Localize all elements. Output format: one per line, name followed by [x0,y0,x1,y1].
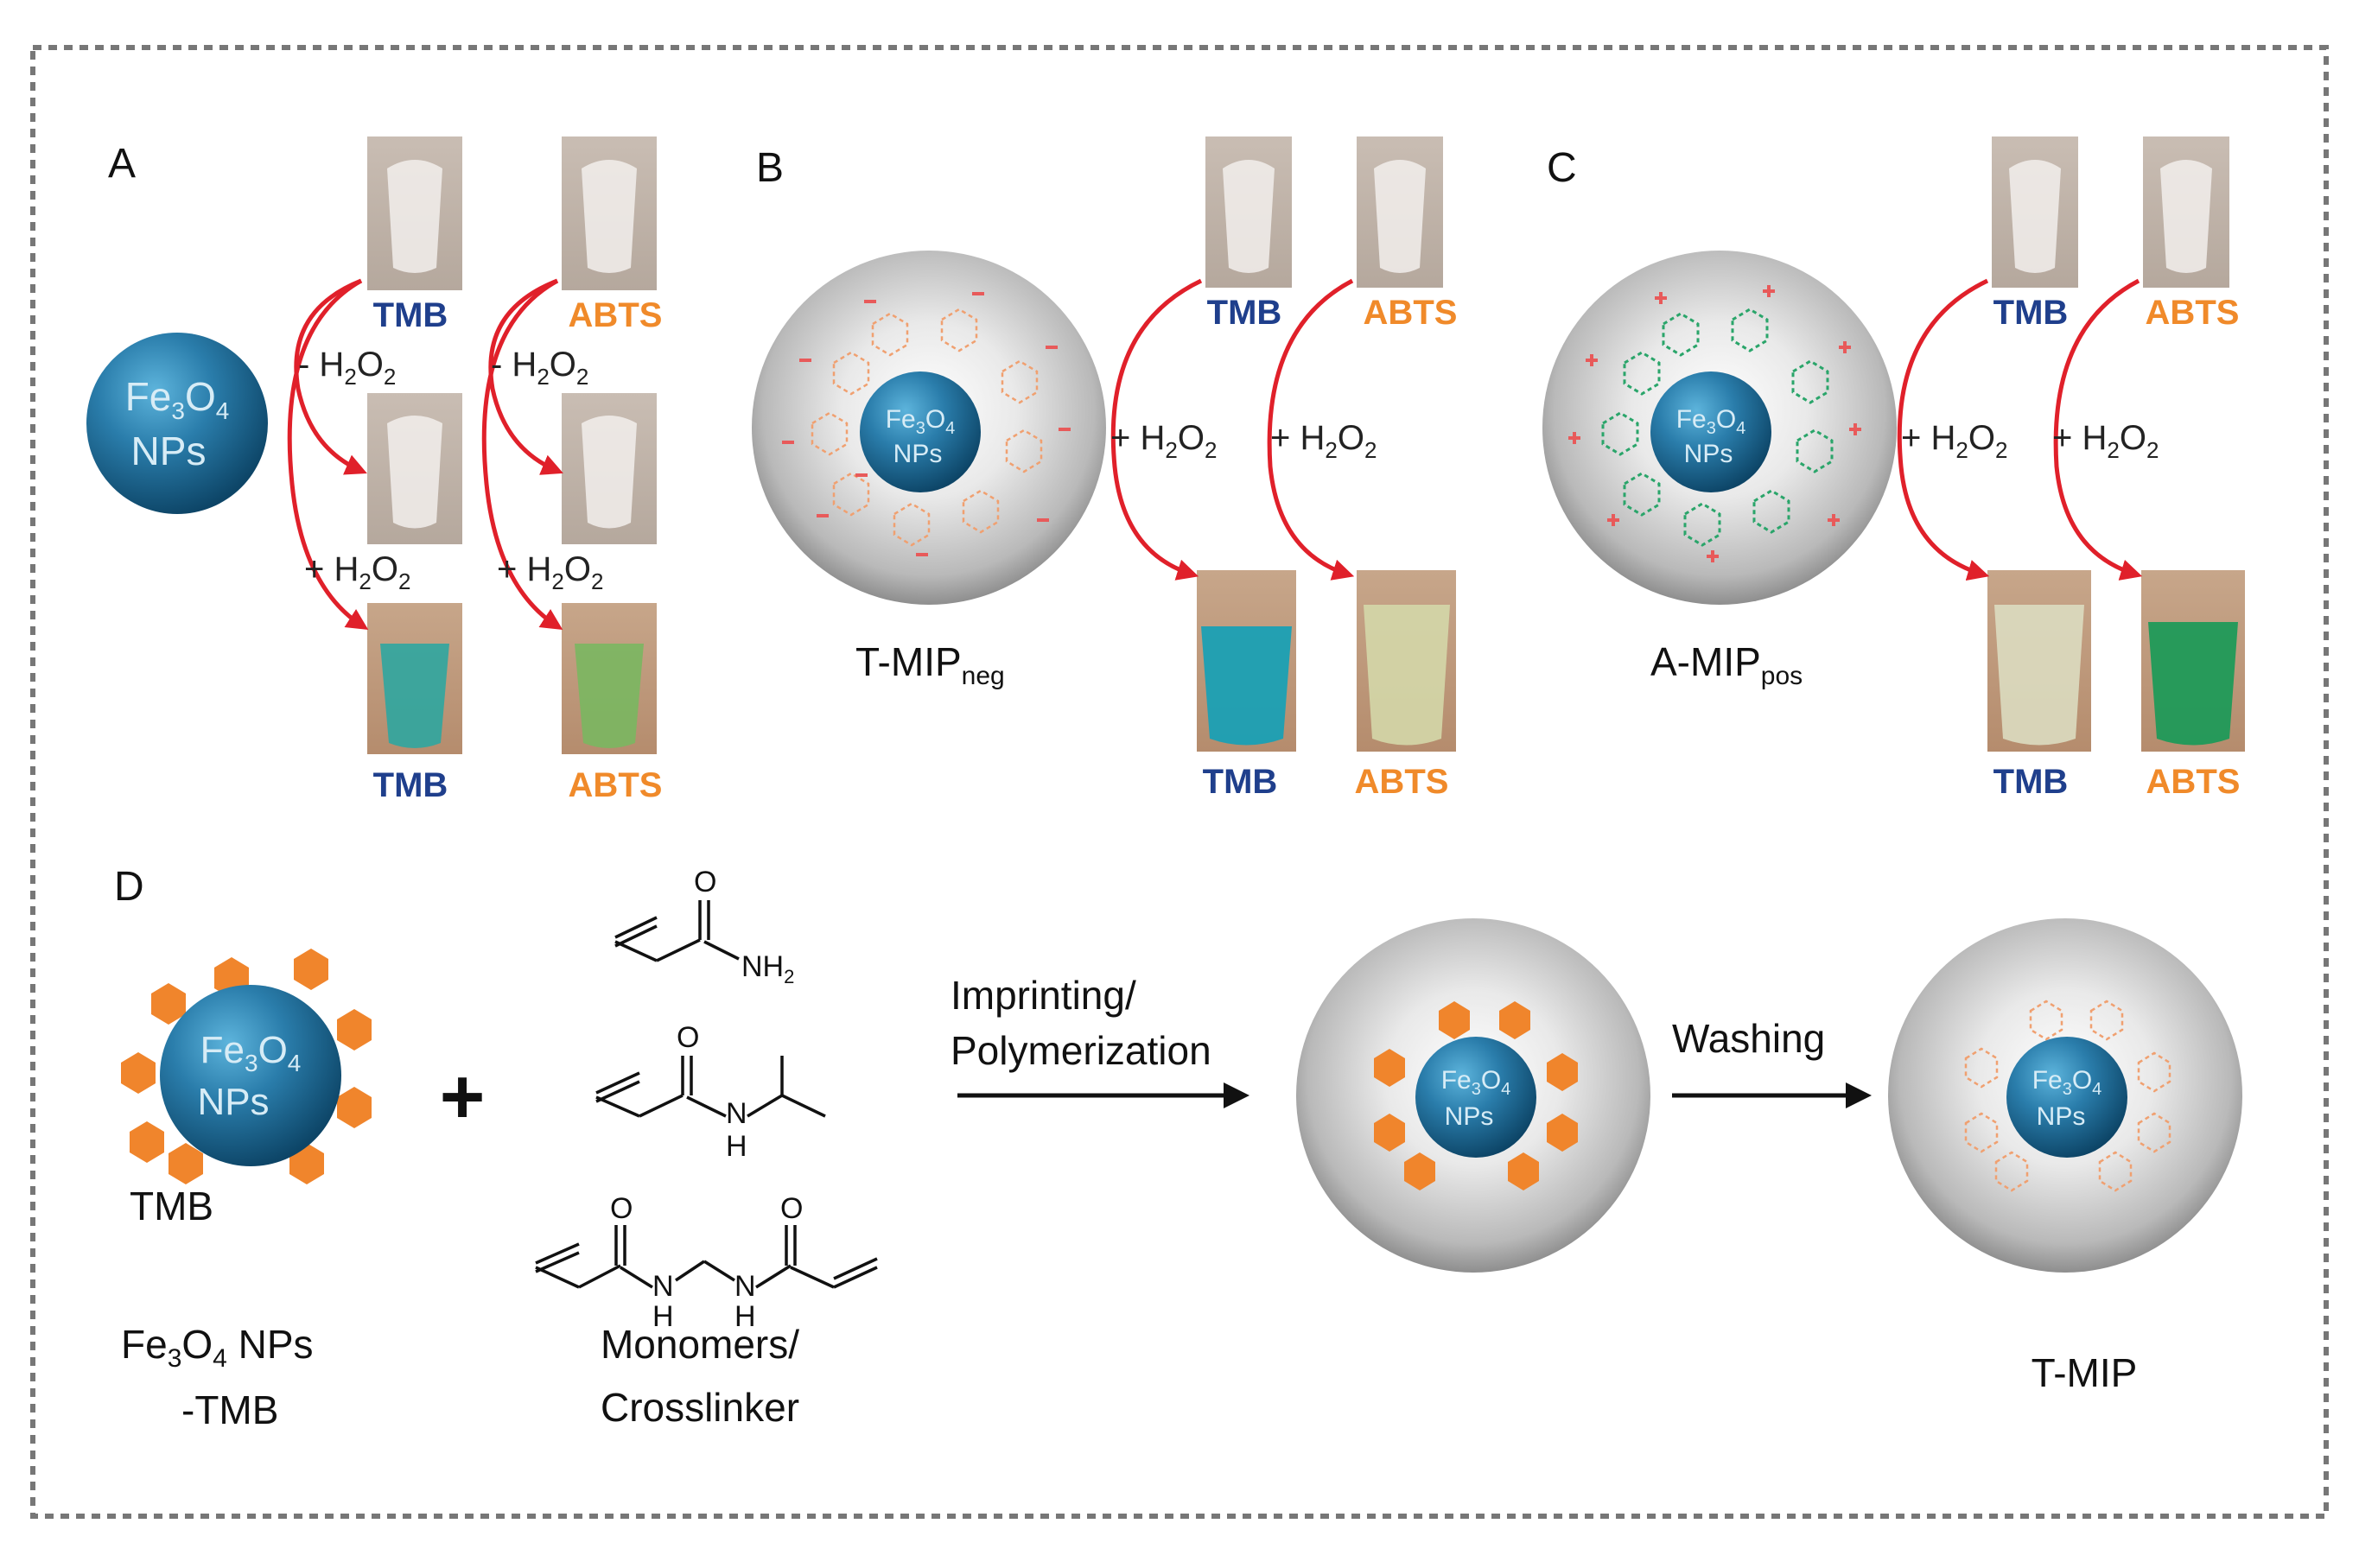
nipam-h: H [726,1130,747,1163]
core-b-line2: NPs [893,440,943,468]
crosslinker-h2: H [734,1300,756,1333]
negative-charges-b [782,292,1071,556]
arrow-c-abts [2053,278,2143,581]
panel-a-label: A [108,141,136,187]
crosslinker-o1: O [610,1192,633,1225]
a-tmb-minus-h2o2: - H2O2 [298,346,396,390]
fe3o4-core-a [86,333,268,514]
core-imprinted-line2: NPs [1445,1102,1494,1131]
cavity-hexagons-b [811,308,1043,547]
crosslinker-h1: H [652,1300,674,1333]
panel-c: C Fe3O4 NPs A-MIPpos [1542,136,2245,801]
monomers-caption-line2: Crosslinker [601,1385,799,1430]
label-c-abts-bottom: ABTS [2146,763,2241,801]
b-abts-plus-h2o2: + H2O2 [1270,419,1377,463]
b-tmb-plus-h2o2: + H2O2 [1110,419,1217,463]
step1-label-line1: Imprinting/ [951,973,1136,1018]
dashed-border [30,45,2329,1519]
fe3o4-core-d [160,985,341,1166]
caption-c: A-MIPpos [1650,639,1803,690]
arrow-a-tmb-plus [287,278,369,631]
acrylamide-nh2: NH2 [741,950,794,987]
acrylamide-o: O [694,866,716,898]
positive-charges-c [1568,285,1861,562]
nipam-n: N [726,1097,747,1130]
label-a-abts-bottom: ABTS [569,766,663,804]
label-c-tmb-bottom: TMB [1993,763,2069,801]
arrow-c-tmb [1897,278,1990,581]
core-a-line1: Fe3O4 [125,374,230,424]
panel-a: A Fe3O4 NPs TMB ABTS TMB ABTS - H2O2 - H… [86,136,662,804]
arrow-a-abts-minus [488,278,563,475]
panel-d-label: D [114,864,144,910]
core-d-line1: Fe3O4 [200,1029,302,1076]
panel-c-label: C [1547,145,1577,191]
label-a-tmb-bottom: TMB [373,766,448,804]
core-imprinted-line1: Fe3O4 [1441,1066,1511,1099]
crosslinker-o2: O [780,1192,803,1225]
core-b-line1: Fe3O4 [886,405,956,438]
arrow-a-tmb-minus [294,278,367,475]
core-washed-line1: Fe3O4 [2032,1066,2102,1099]
label-c-abts-top: ABTS [2146,294,2240,332]
label-a-tmb-top: TMB [373,296,448,334]
step1-label-line2: Polymerization [951,1028,1211,1073]
a-tmb-plus-h2o2: + H2O2 [304,550,410,594]
fe3o4-core-b [860,371,981,492]
label-b-abts-bottom: ABTS [1355,763,1449,801]
caption-d-left-line2: -TMB [181,1387,278,1432]
core-washed-line2: NPs [2037,1102,2086,1131]
fe3o4-core-imprinted [1415,1037,1536,1158]
arrow-a-abts-plus [481,278,563,631]
core-c-line2: NPs [1684,440,1733,468]
caption-b: T-MIPneg [855,639,1005,690]
arrow-b-abts [1267,278,1355,581]
panel-b: B Fe3O4 NPs T-MIPneg [752,136,1457,801]
monomers-caption-line1: Monomers/ [601,1322,799,1367]
fe3o4-core-c [1650,371,1771,492]
template-label: TMB [130,1184,213,1228]
nipam-structure [595,1056,826,1118]
fe3o4-core-washed [2006,1037,2127,1158]
arrow-b-tmb [1110,278,1203,581]
crosslinker-n2: N [734,1270,756,1303]
panel-b-label: B [756,145,784,191]
a-abts-plus-h2o2: + H2O2 [497,550,603,594]
tmb-template-hexagons [121,949,372,1184]
final-caption: T-MIP [2032,1350,2138,1395]
crosslinker-structure [535,1225,878,1289]
a-abts-minus-h2o2: - H2O2 [491,346,588,390]
imprinted-template-hexagons [1374,1001,1578,1190]
crosslinker-n1: N [652,1270,674,1303]
panel-d: D Fe3O4 NPs TMB Fe3O4 NPs -TMB + [114,864,2242,1432]
step2-label: Washing [1672,1016,1825,1061]
core-a-line2: NPs [131,429,207,473]
cavity-hexagons-c [1601,308,1834,547]
label-b-tmb-top: TMB [1207,294,1282,332]
c-abts-plus-h2o2: + H2O2 [2052,419,2159,463]
label-c-tmb-top: TMB [1993,294,2069,332]
plus-sign: + [440,1054,486,1140]
core-c-line1: Fe3O4 [1676,405,1746,438]
caption-d-left-line1: Fe3O4 NPs [121,1322,314,1373]
nipam-o: O [677,1021,699,1054]
core-d-line2: NPs [197,1081,269,1123]
washed-cavity-hexagons [1964,1000,2171,1192]
acrylamide-structure [614,900,740,962]
label-b-abts-top: ABTS [1364,294,1458,332]
c-tmb-plus-h2o2: + H2O2 [1901,419,2007,463]
label-a-abts-top: ABTS [569,296,663,334]
label-b-tmb-bottom: TMB [1203,763,1278,801]
